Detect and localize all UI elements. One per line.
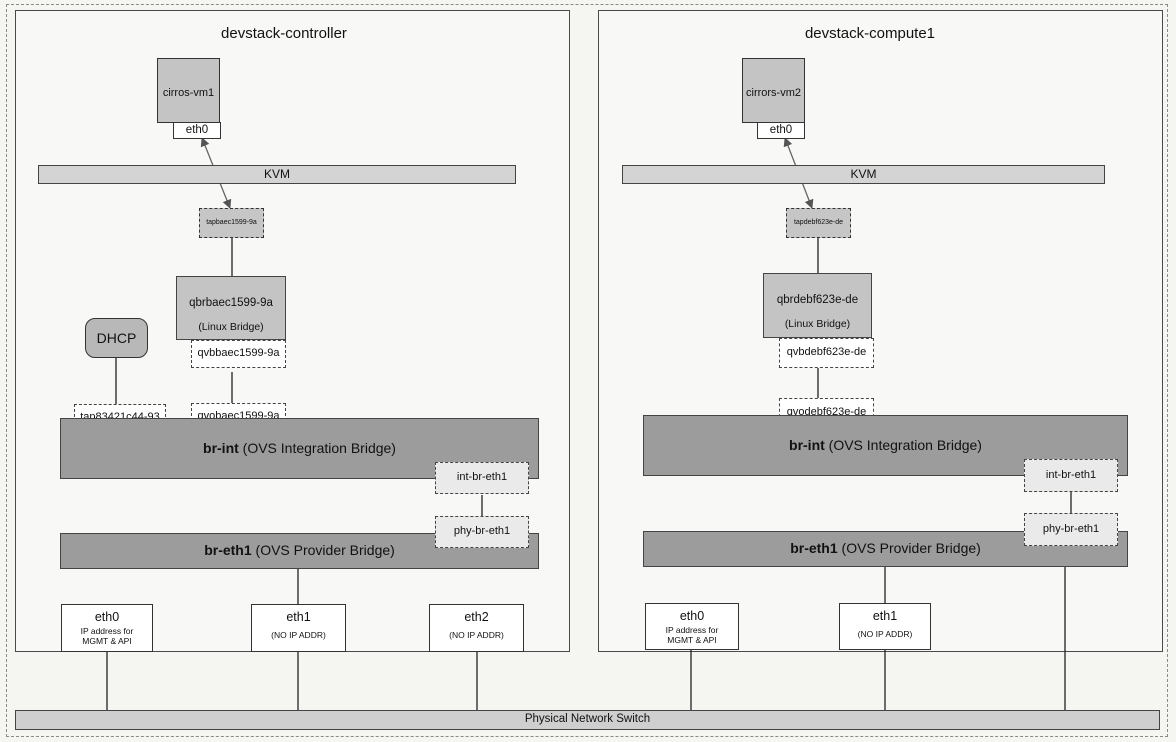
controller-nic-eth0[interactable]: eth0 IP address for MGMT & API (61, 604, 153, 652)
compute-nic-eth1[interactable]: eth1 (NO IP ADDR) (839, 603, 931, 650)
controller-linux-bridge[interactable]: qbrbaec1599-9a (Linux Bridge) (176, 276, 286, 340)
nic-description: (NO IP ADDR) (271, 630, 326, 640)
compute-qvb-port: qvbdebf623e-de (779, 338, 874, 368)
compute-linux-bridge[interactable]: qbrdebf623e-de (Linux Bridge) (763, 273, 872, 338)
controller-br-int-name: br-int (203, 440, 239, 456)
controller-linux-bridge-type: (Linux Bridge) (198, 321, 264, 333)
physical-network-switch[interactable]: Physical Network Switch (15, 710, 1160, 730)
compute-vm-eth0: eth0 (757, 122, 805, 139)
nic-name: eth1 (872, 609, 898, 623)
nic-description: (NO IP ADDR) (449, 630, 504, 640)
compute-linux-bridge-type: (Linux Bridge) (784, 318, 851, 330)
controller-nic-eth1[interactable]: eth1 (NO IP ADDR) (251, 604, 346, 652)
nic-name: eth0 (679, 609, 705, 623)
nic-description: (NO IP ADDR) (857, 629, 913, 639)
controller-dhcp[interactable]: DHCP (85, 318, 148, 358)
compute-kvm-bar: KVM (622, 165, 1105, 184)
compute-br-int-desc: (OVS Integration Bridge) (824, 437, 982, 453)
compute-int-br-eth1-port: int-br-eth1 (1024, 459, 1118, 492)
nic-name: eth2 (464, 610, 489, 624)
controller-br-eth1-desc: (OVS Provider Bridge) (251, 542, 395, 558)
controller-kvm-bar: KVM (38, 165, 516, 184)
compute-linux-bridge-name: qbrdebf623e-de (776, 294, 859, 306)
controller-vm[interactable]: cirros-vm1 (157, 58, 220, 123)
nic-description: IP address for MGMT & API (665, 625, 719, 645)
controller-tap-port: tapbaec1599-9a (199, 208, 264, 238)
controller-br-int-desc: (OVS Integration Bridge) (238, 440, 396, 456)
nic-name: eth1 (286, 610, 311, 624)
controller-int-br-eth1-port: int-br-eth1 (435, 462, 529, 494)
controller-linux-bridge-name: qbrbaec1599-9a (189, 297, 273, 309)
controller-nic-eth2[interactable]: eth2 (NO IP ADDR) (429, 604, 524, 652)
compute-br-eth1-name: br-eth1 (790, 540, 838, 556)
controller-vm-eth0: eth0 (173, 122, 221, 139)
controller-title: devstack-controller (221, 25, 347, 42)
diagram-border (6, 4, 1168, 737)
nic-description: IP address for MGMT & API (80, 626, 134, 646)
controller-phy-br-eth1-port: phy-br-eth1 (435, 516, 529, 548)
compute-phy-br-eth1-port: phy-br-eth1 (1024, 513, 1118, 546)
controller-qvb-port: qvbbaec1599-9a (191, 340, 286, 368)
controller-br-eth1[interactable]: br-eth1 (OVS Provider Bridge) (60, 533, 539, 569)
compute-title: devstack-compute1 (804, 25, 936, 42)
compute-nic-eth0[interactable]: eth0 IP address for MGMT & API (645, 603, 739, 650)
compute-br-eth1-desc: (OVS Provider Bridge) (837, 540, 981, 556)
compute-vm[interactable]: cirrors-vm2 (742, 58, 805, 123)
compute-tap-port: tapdebf623e-de (786, 208, 851, 238)
compute-br-int-name: br-int (789, 437, 825, 453)
nic-name: eth0 (94, 610, 120, 624)
controller-br-eth1-name: br-eth1 (204, 542, 252, 558)
